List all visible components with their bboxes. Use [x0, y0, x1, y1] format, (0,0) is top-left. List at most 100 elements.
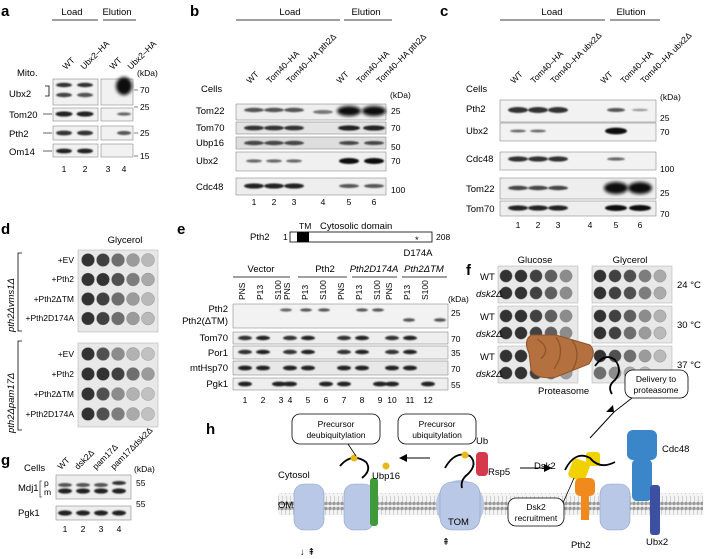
- blot-label: mtHsp70: [190, 363, 228, 374]
- proteasome-label: Proteasome: [538, 386, 589, 397]
- blot-label: Pgk1: [18, 508, 40, 519]
- mw-marker: 55: [451, 380, 461, 390]
- lane-number: 4: [122, 164, 127, 174]
- lane-number: 5: [306, 395, 311, 405]
- blot-b-ubp16: [235, 136, 387, 150]
- panel-f-condition: Glucose: [518, 255, 553, 266]
- panel-a-group-load: Load: [61, 7, 82, 18]
- mw-marker: 50: [391, 142, 401, 152]
- delivery-box: [624, 369, 689, 399]
- panel-g-lane-label: WT: [55, 455, 71, 471]
- blot-c-pth2: [499, 99, 657, 123]
- panel-b-lane-label: WT: [334, 69, 350, 85]
- blot-label: Mdj1: [18, 483, 39, 494]
- yeast-spot: [638, 349, 652, 363]
- fraction-label: S100: [318, 280, 328, 300]
- ubp16-label: Ubp16: [372, 471, 400, 482]
- lane-number: 5: [347, 197, 352, 207]
- mw-marker: 25: [391, 106, 401, 116]
- yeast-spot: [111, 367, 125, 381]
- yeast-spot: [499, 269, 513, 283]
- panel-b-group-elution: Elution: [351, 7, 380, 18]
- band-label-p: p: [44, 478, 49, 488]
- blot-g-mdj1: [55, 474, 132, 500]
- lane-number: 1: [516, 220, 521, 230]
- yeast-spot: [623, 326, 637, 340]
- panel-a-lane-label: WT: [107, 55, 123, 71]
- domain-start: 1: [283, 232, 288, 242]
- yeast-spot: [559, 309, 573, 323]
- group-label: Pth2ΔTM: [404, 264, 444, 275]
- group-label: Pth2D174A: [350, 264, 399, 275]
- yeast-spot: [141, 347, 155, 361]
- blot-b-ubx2: [235, 151, 387, 172]
- lane-number: 2: [272, 197, 277, 207]
- yeast-spot: [81, 407, 95, 421]
- panel-b-lane-label: WT: [244, 69, 260, 85]
- domain-mutation-label: D174A: [403, 248, 433, 259]
- fraction-label: PNS: [282, 282, 292, 300]
- yeast-spot: [96, 272, 110, 287]
- rsp5-shape: [476, 452, 488, 476]
- lane-number: 8: [360, 395, 365, 405]
- panel-f-condition: Glycerol: [613, 255, 648, 266]
- lane-number: 2: [261, 395, 266, 405]
- blot-g-pgk1: [55, 505, 132, 521]
- panel-b-row-label: Cells: [201, 84, 222, 95]
- lane-number: 3: [292, 197, 297, 207]
- panel-d-letter: d: [1, 221, 10, 238]
- blot-label: Ubp16: [196, 138, 224, 149]
- deubiq-label-1: Precursor: [318, 419, 355, 429]
- panel-a-group-elution: Elution: [102, 7, 131, 18]
- blot-c-tom70: [499, 200, 657, 217]
- yeast-spot: [111, 272, 125, 287]
- strain-label: dsk2Δ: [476, 369, 502, 380]
- yeast-spot: [81, 367, 95, 381]
- yeast-spot: [608, 309, 622, 323]
- mw-marker: 70: [391, 123, 401, 133]
- group-label: Vector: [248, 264, 275, 275]
- yeast-spot: [141, 311, 155, 326]
- temperature-label: 30 °C: [677, 320, 701, 331]
- yeast-spot: [96, 347, 110, 361]
- lane-number: 7: [342, 395, 347, 405]
- blot-label: Tom70: [466, 204, 495, 215]
- panel-a-letter: a: [1, 3, 10, 20]
- panel-c-lane-label: WT: [598, 69, 614, 85]
- yeast-spot: [593, 286, 607, 300]
- panel-d: d Glycerol pth2Δvms1Δ pth2Δpam17Δ +EV +P…: [1, 221, 159, 434]
- panel-a-kda: (kDa): [137, 68, 158, 78]
- yeast-spot: [126, 253, 140, 267]
- lane-number: 1: [63, 524, 68, 534]
- yeast-spot: [126, 347, 140, 361]
- ubiq-box: [397, 413, 477, 445]
- mw-marker: 25: [660, 188, 670, 198]
- domain-protein: Pth2: [250, 232, 270, 243]
- yeast-spot: [499, 309, 513, 323]
- yeast-spot: [126, 272, 140, 287]
- group-label: Pth2: [315, 264, 335, 275]
- blot-label: Cdc48: [196, 182, 223, 193]
- lane-number: 4: [117, 524, 122, 534]
- yeast-spot: [653, 286, 667, 300]
- cdc48-shape: [627, 430, 657, 501]
- yeast-spot: [96, 407, 110, 421]
- lane-number: 1: [252, 197, 257, 207]
- blot-label: Pth2: [208, 304, 228, 315]
- yeast-spot: [141, 272, 155, 287]
- mw-marker: 55: [136, 499, 146, 509]
- domain-mutation-star: *: [415, 235, 419, 246]
- blot-label: Ubx2: [466, 126, 488, 137]
- strain-label: dsk2Δ: [476, 329, 502, 340]
- spot-grid: [81, 253, 155, 421]
- fraction-label: P13: [402, 285, 412, 300]
- panel-a-lane-label: Ubx2–HA: [125, 38, 158, 71]
- mw-marker: 100: [391, 185, 405, 195]
- blot-label: Pth2(ΔTM): [182, 316, 228, 327]
- yeast-spot: [141, 253, 155, 267]
- spot-row-label: +Pth2ΔTM: [34, 294, 74, 304]
- yeast-spot: [111, 387, 125, 401]
- lane-number: 4: [321, 197, 326, 207]
- panel-c-row-label: Cells: [466, 84, 487, 95]
- panel-c-group-load: Load: [541, 7, 562, 18]
